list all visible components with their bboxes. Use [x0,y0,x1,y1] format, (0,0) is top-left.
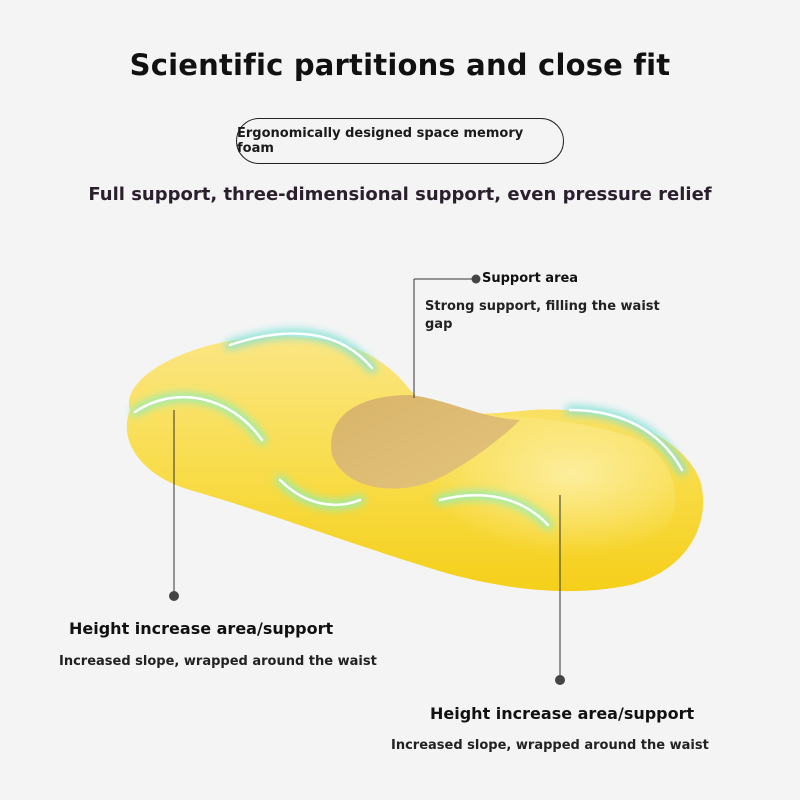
leader-lines [169,274,565,685]
left-height-area-title: Height increase area/support [69,619,334,638]
page-title: Scientific partitions and close fit [129,48,671,82]
support-area [331,395,520,489]
right-height-area-title: Height increase area/support [430,704,695,723]
support-area-title: Support area [482,271,579,286]
feature-badge: Ergonomically designed space memory foam [236,118,564,164]
left-height-area-description: Increased slope, wrapped around the wais… [59,654,377,669]
feature-badge-label: Ergonomically designed space memory foam [237,126,524,156]
right-height-area-description: Increased slope, wrapped around the wais… [391,738,709,753]
page-subtitle: Full support, three-dimensional support,… [88,184,712,205]
support-area-description: Strong support, filling the waist gap [425,299,660,332]
glow-lines [130,328,687,530]
